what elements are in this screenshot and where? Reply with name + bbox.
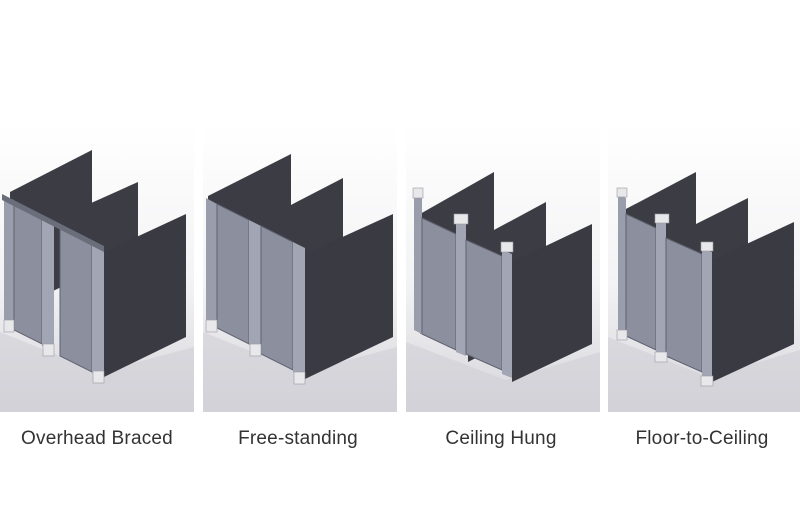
shoe bbox=[3, 319, 15, 333]
floor-shoe bbox=[700, 375, 714, 387]
ceiling-bracket bbox=[700, 241, 714, 252]
ceiling-hung-illustration bbox=[406, 122, 600, 412]
end-wall bbox=[512, 224, 592, 382]
panel-floor-to-ceiling bbox=[608, 122, 800, 412]
caption-ceiling-hung: Ceiling Hung bbox=[445, 428, 557, 449]
overhead-braced-illustration bbox=[0, 122, 194, 412]
ceiling-bracket bbox=[412, 187, 424, 199]
ceiling-bracket bbox=[654, 213, 670, 224]
floor-shoe bbox=[654, 351, 668, 363]
end-wall bbox=[305, 214, 393, 379]
pilaster bbox=[656, 218, 666, 358]
panel-overhead-braced bbox=[0, 122, 194, 412]
pilaster bbox=[414, 194, 422, 334]
free-standing-illustration bbox=[203, 122, 397, 412]
caption-overhead-braced: Overhead Braced bbox=[21, 428, 173, 449]
panel-ceiling-hung bbox=[406, 122, 600, 412]
shoe bbox=[92, 370, 105, 384]
ceiling-bracket bbox=[453, 213, 469, 225]
headrail bbox=[2, 194, 104, 252]
floor-shoe bbox=[616, 329, 628, 341]
panel-free-standing bbox=[203, 122, 397, 412]
pilaster bbox=[618, 194, 626, 336]
pilaster bbox=[42, 218, 54, 352]
door bbox=[216, 203, 250, 345]
end-wall bbox=[104, 214, 186, 377]
shoe bbox=[249, 343, 262, 357]
pilaster bbox=[4, 196, 14, 327]
door bbox=[59, 227, 93, 373]
pilaster bbox=[92, 244, 104, 379]
ceiling-bracket bbox=[616, 187, 628, 198]
pilaster bbox=[293, 242, 305, 378]
pilaster bbox=[206, 198, 217, 327]
door bbox=[465, 239, 503, 371]
shoe bbox=[293, 371, 306, 385]
pilaster bbox=[249, 220, 261, 350]
end-wall bbox=[712, 222, 794, 382]
ceiling-bracket bbox=[500, 241, 514, 253]
caption-free-standing: Free-standing bbox=[238, 428, 358, 449]
door bbox=[421, 217, 457, 351]
floor-to-ceiling-illustration bbox=[608, 122, 800, 412]
pilaster bbox=[456, 218, 466, 356]
shoe bbox=[205, 319, 218, 333]
pilaster bbox=[502, 250, 512, 378]
door bbox=[625, 213, 657, 351]
caption-floor-to-ceiling: Floor-to-Ceiling bbox=[635, 428, 769, 449]
door bbox=[665, 237, 703, 373]
door bbox=[13, 203, 43, 345]
door bbox=[260, 225, 294, 371]
shoe bbox=[42, 343, 55, 357]
pilaster bbox=[702, 248, 712, 382]
